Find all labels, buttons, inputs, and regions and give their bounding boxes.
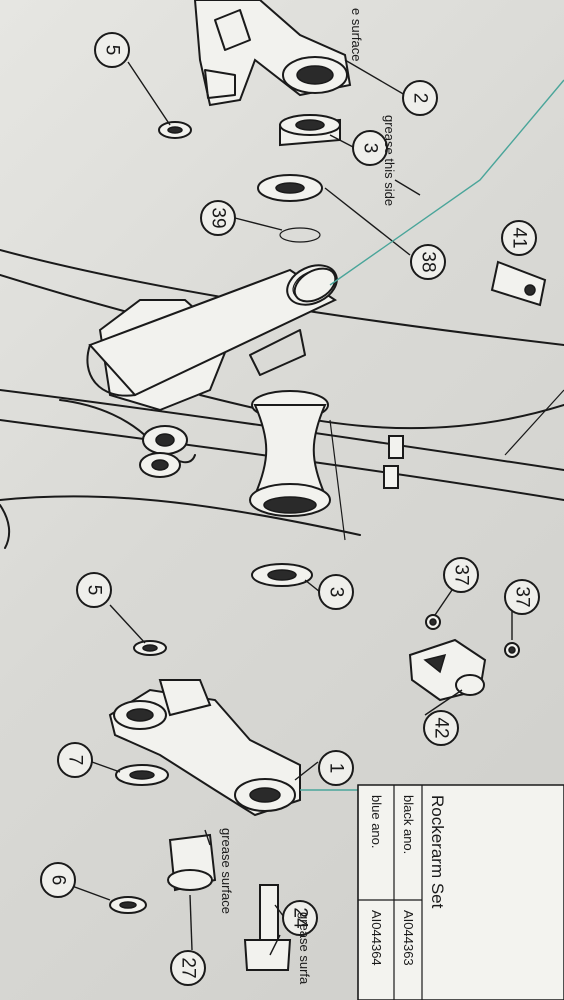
- callout-7: 7: [57, 742, 93, 778]
- callout-38: 38: [410, 244, 446, 280]
- center-spacer: [249, 390, 331, 517]
- svg-text:3: 3: [360, 143, 381, 154]
- svg-text:41: 41: [509, 227, 530, 248]
- note-grease-surface-24: grease surfa: [297, 912, 312, 985]
- svg-text:27: 27: [178, 957, 199, 978]
- callout-37-right: 37: [504, 579, 540, 615]
- svg-text:38: 38: [418, 251, 439, 272]
- svg-text:5: 5: [102, 45, 123, 56]
- bearing-7: [115, 764, 169, 786]
- svg-text:7: 7: [65, 755, 86, 766]
- table-title: Rockerarm Set: [428, 795, 447, 909]
- note-grease-surface-27: grease surface: [219, 828, 234, 914]
- callout-27: 27: [170, 950, 206, 986]
- callout-3-lower: 3: [318, 574, 354, 610]
- lower-bearing-3: [251, 563, 313, 587]
- lower-rocker-part-1: [108, 679, 301, 817]
- callout-1: 1: [318, 750, 354, 786]
- callout-5-lower: 5: [76, 572, 112, 608]
- table-row-1-color: black ano.: [401, 795, 416, 854]
- svg-text:2: 2: [410, 93, 431, 104]
- bolt-24: [243, 884, 292, 971]
- svg-text:39: 39: [208, 207, 229, 228]
- svg-text:5: 5: [84, 585, 105, 596]
- callout-3: 3: [352, 130, 388, 166]
- fitting-part-27: [167, 833, 217, 892]
- washer-6: [109, 896, 147, 914]
- svg-text:24: 24: [290, 907, 311, 929]
- table-row-2-color: blue ano.: [369, 795, 384, 849]
- callout-41: 41: [501, 220, 537, 256]
- svg-text:3: 3: [326, 587, 347, 598]
- parts-table: Rockerarm Set black ano. AI044363 blue a…: [357, 784, 564, 1000]
- note-grease-this-side: grease this side: [382, 115, 397, 206]
- callout-5: 5: [94, 32, 130, 68]
- callout-6: 6: [40, 862, 76, 898]
- callout-42: 42: [423, 710, 459, 746]
- frame-tubes: [0, 249, 564, 549]
- table-row-1-code: AI044363: [401, 910, 416, 966]
- screws-37: [425, 614, 520, 658]
- svg-text:42: 42: [431, 717, 452, 738]
- svg-text:6: 6: [48, 875, 69, 886]
- upper-rocker-part-2: [193, 0, 352, 107]
- callout-2: 2: [402, 80, 438, 116]
- callout-37-left: 37: [443, 557, 479, 593]
- svg-text:37: 37: [451, 564, 472, 585]
- note-surface-top: e surface: [349, 8, 364, 61]
- bracket-part-41: [490, 260, 547, 307]
- table-row-2-code: AI044364: [369, 910, 384, 966]
- lower-washer-5: [133, 640, 167, 656]
- callout-39: 39: [200, 200, 236, 236]
- upper-bearings: [158, 114, 341, 303]
- svg-text:37: 37: [512, 586, 533, 607]
- callout-24: 24: [282, 900, 318, 936]
- clamp-part-42: [408, 638, 487, 702]
- svg-text:1: 1: [326, 763, 347, 774]
